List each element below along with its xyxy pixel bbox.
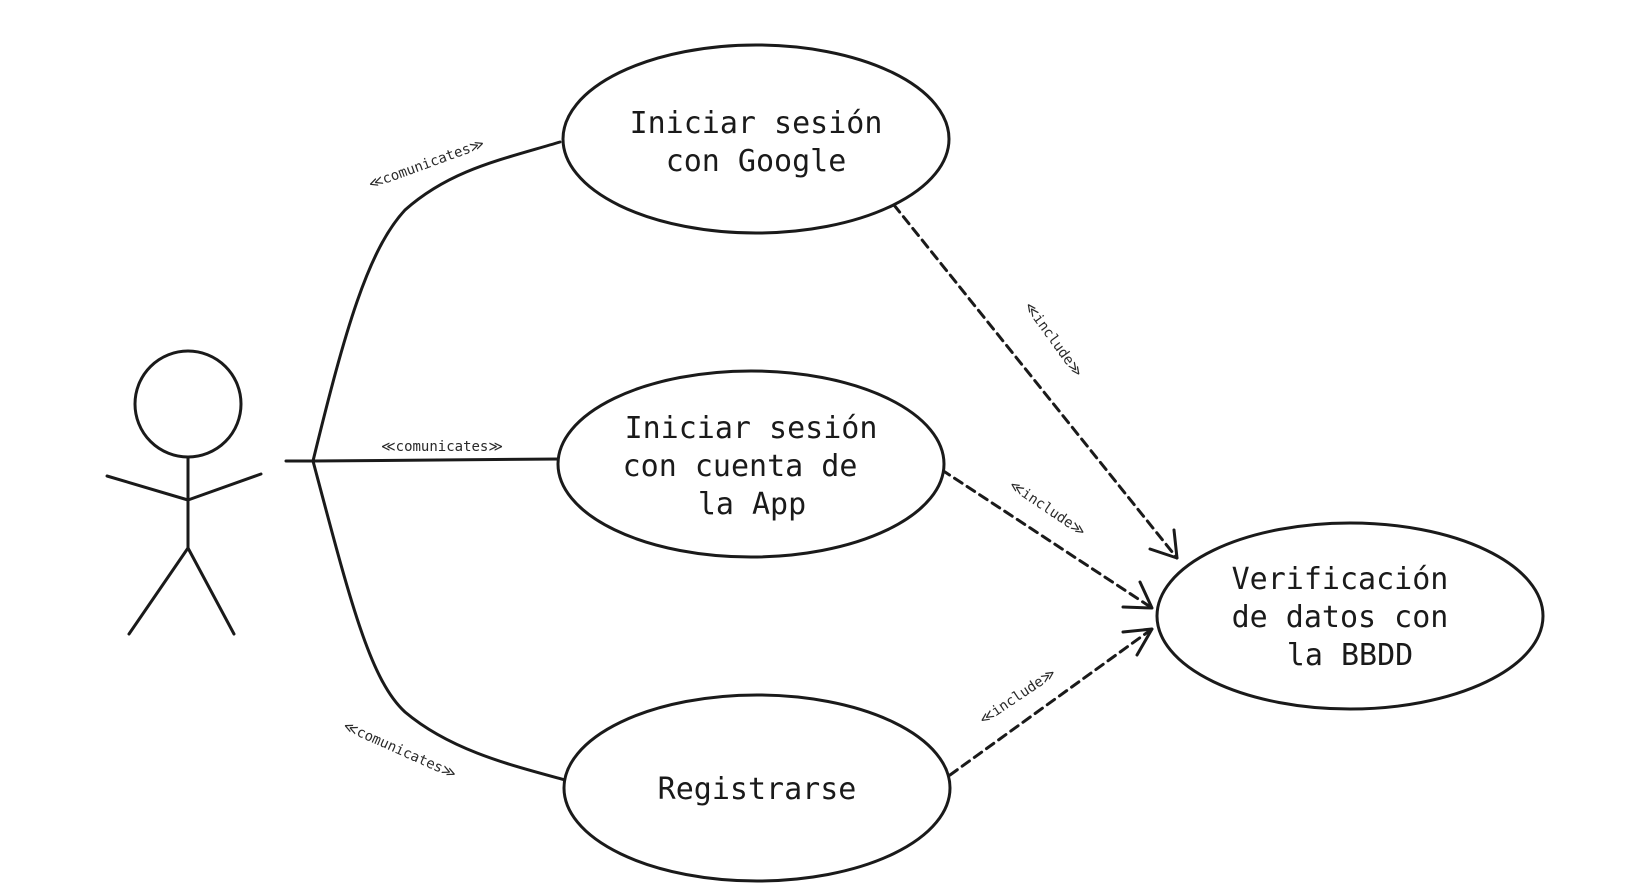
use-case-label-line: Iniciar sesión <box>630 106 883 141</box>
include-line-register <box>948 627 1154 777</box>
actor-stick-figure <box>105 349 263 636</box>
include-line-app <box>940 468 1154 610</box>
actor-left-leg <box>127 546 190 636</box>
use-case-db-check: Verificación de datos con la BBDD <box>1155 521 1545 711</box>
use-case-ellipse <box>562 693 952 883</box>
actor-left-arm <box>105 474 190 502</box>
actor-right-arm <box>186 472 263 502</box>
use-case-label-line: la BBDD <box>1287 638 1413 673</box>
use-case-label-line: con Google <box>666 144 847 179</box>
include-arrowhead-google <box>1148 528 1179 560</box>
communicates-line-google <box>311 140 562 463</box>
communicates-label-google: ≪comunicates≫ <box>367 136 487 193</box>
use-case-register: Registrarse <box>562 693 952 883</box>
use-case-app-login: Iniciar sesión con cuenta de la App <box>556 369 946 559</box>
use-case-label-line: Iniciar sesión <box>625 411 878 446</box>
actor-right-leg <box>186 546 236 636</box>
include-label-register: ≪include≫ <box>977 665 1059 728</box>
use-case-label-line: con cuenta de <box>623 449 858 484</box>
use-case-google-login: Iniciar sesión con Google <box>561 43 951 235</box>
include-label-app: ≪include≫ <box>1006 477 1088 540</box>
use-case-label-line: Verificación <box>1232 562 1449 597</box>
use-case-label-line: de datos con <box>1232 600 1449 635</box>
actor-head <box>133 349 243 459</box>
include-arrowhead-app <box>1121 580 1154 610</box>
include-arrowhead-register <box>1121 627 1154 657</box>
communicates-label-app: ≪comunicates≫ <box>381 439 503 455</box>
communicates-line-app <box>311 457 562 463</box>
use-case-label-line: la App <box>698 487 806 522</box>
use-case-ellipse <box>561 43 951 235</box>
communicates-line-register <box>311 459 567 782</box>
use-case-label-line: Registrarse <box>658 772 857 807</box>
use-case-ellipse <box>1155 521 1545 711</box>
include-label-google: ≪include≫ <box>1021 299 1086 380</box>
use-case-ellipse <box>556 369 946 559</box>
include-line-google <box>892 203 1179 560</box>
communicates-label-register: ≪comunicates≫ <box>341 718 459 782</box>
